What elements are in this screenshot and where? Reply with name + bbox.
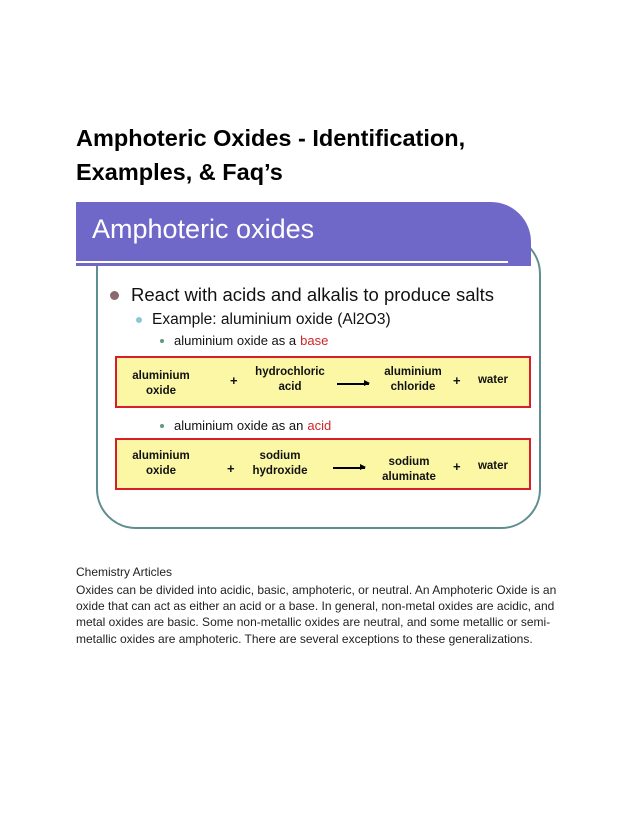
- bullet-main: React with acids and alkalis to produce …: [110, 284, 494, 306]
- eq-product-2: water: [477, 460, 509, 472]
- bullet-dot-icon: [110, 290, 119, 300]
- bullet-dot-icon: [160, 338, 164, 343]
- bullet-as-acid: aluminium oxide as an acid: [160, 418, 331, 433]
- as-acid-prefix: aluminium oxide as an: [174, 418, 304, 433]
- equation-box-base: aluminium oxide + hydrochloric acid alum…: [115, 356, 531, 408]
- eq-product-1: sodium aluminate: [382, 456, 436, 483]
- eq-reactant-1: aluminium oxide: [132, 370, 190, 397]
- bullet-dot-icon: [136, 317, 142, 323]
- bullet-dot-icon: [160, 423, 164, 428]
- plus-sign: +: [230, 373, 238, 388]
- page-title: Amphoteric Oxides - Identification, Exam…: [76, 125, 466, 185]
- slide-image: Amphoteric oxides React with acids and a…: [76, 202, 546, 532]
- eq-product-2: water: [477, 374, 509, 386]
- reaction-arrow-icon: [333, 464, 366, 470]
- plus-sign: +: [453, 459, 461, 474]
- bullet-as-base: aluminium oxide as a base: [160, 333, 328, 348]
- eq-reactant-2: hydrochloric acid: [255, 366, 325, 393]
- article-category: Chemistry Articles: [76, 565, 173, 579]
- eq-reactant-2: sodium hydroxide: [252, 450, 308, 477]
- equation-box-acid: aluminium oxide + sodium hydroxide sodiu…: [115, 438, 531, 490]
- article-body: Oxides can be divided into acidic, basic…: [76, 583, 557, 646]
- slide-heading: Amphoteric oxides: [92, 214, 315, 244]
- as-base-highlight: base: [300, 333, 329, 348]
- as-acid-highlight: acid: [307, 418, 332, 433]
- plus-sign: +: [227, 461, 235, 476]
- eq-product-1: aluminium chloride: [384, 366, 442, 393]
- eq-reactant-1: aluminium oxide: [132, 450, 190, 477]
- banner-underline: [76, 261, 508, 263]
- plus-sign: +: [453, 373, 461, 388]
- reaction-arrow-icon: [337, 380, 370, 386]
- slide-banner: Amphoteric oxides: [76, 202, 531, 266]
- bullet-example-text: Example: aluminium oxide (Al2O3): [152, 311, 391, 328]
- as-base-prefix: aluminium oxide as a: [174, 333, 297, 348]
- bullet-main-text: React with acids and alkalis to produce …: [131, 284, 494, 305]
- bullet-example: Example: aluminium oxide (Al2O3): [136, 311, 391, 329]
